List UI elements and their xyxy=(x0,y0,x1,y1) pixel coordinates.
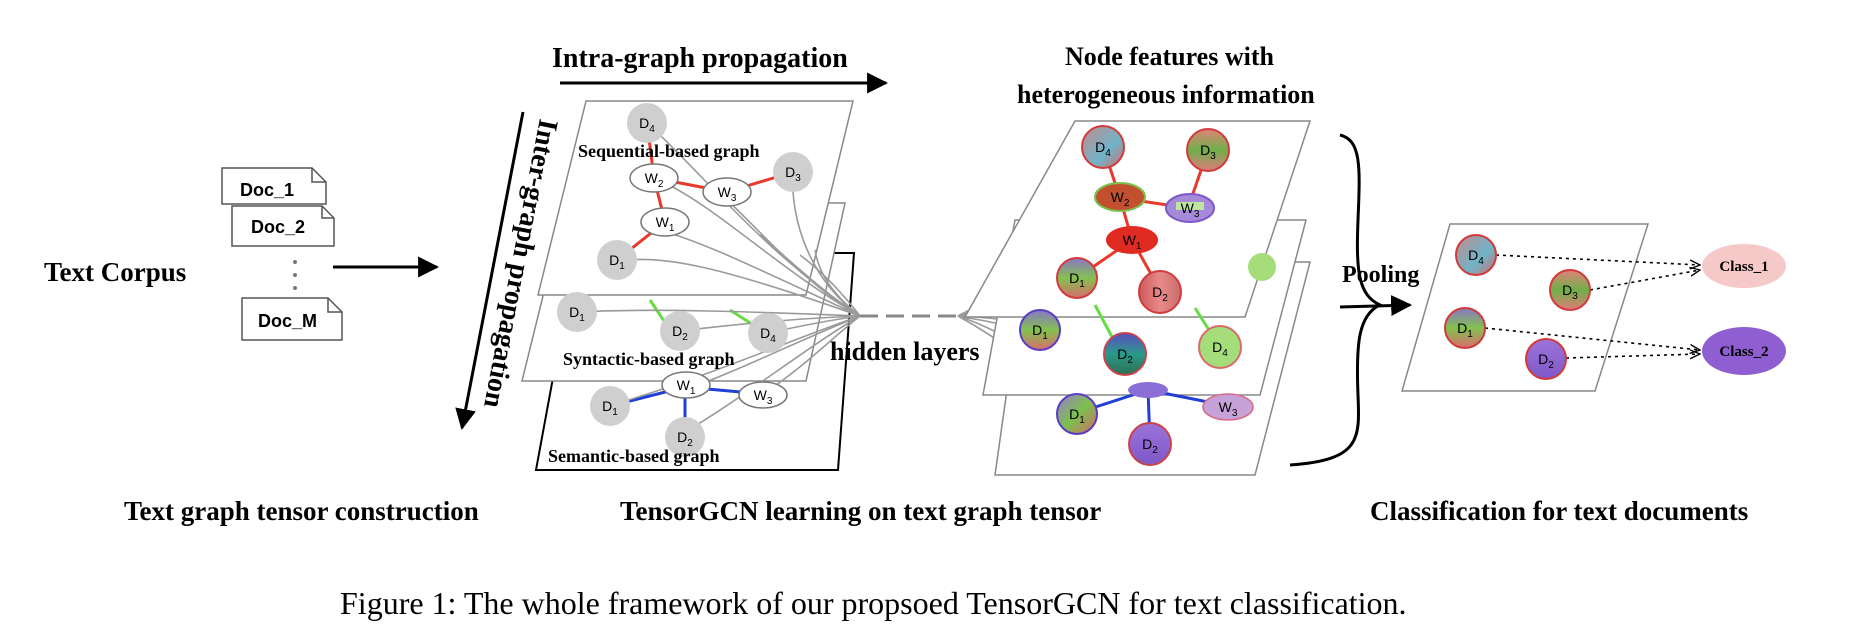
doc-m-label: Doc_M xyxy=(258,311,317,331)
feat-front-w2 xyxy=(1094,182,1146,212)
class-2-label: Class_2 xyxy=(1719,344,1768,360)
svg-text:W1: W1 xyxy=(677,377,696,397)
svg-text:W3: W3 xyxy=(718,184,737,204)
svg-text:D3: D3 xyxy=(1562,282,1578,302)
graph-tensor: D4 W2 W3 D3 W1 D1 Sequential-based graph… xyxy=(521,100,861,471)
feat-front-d4 xyxy=(1081,125,1125,169)
intra-graph-label: Intra-graph propagation xyxy=(552,43,848,74)
class-node-d2 xyxy=(1525,338,1567,380)
pooling-section: Pooling xyxy=(1289,133,1419,467)
doc-m-icon xyxy=(241,297,343,341)
doc-1-label: Doc_1 xyxy=(240,180,294,200)
seq-node-w3 xyxy=(702,177,752,207)
seq-node-d3 xyxy=(773,152,813,192)
syn-node-d4 xyxy=(748,313,788,353)
svg-text:D1: D1 xyxy=(609,252,625,272)
feat-back-w3 xyxy=(1202,393,1254,421)
doc-1-icon xyxy=(221,167,327,205)
feat-front-w1 xyxy=(1106,226,1158,254)
semantic-nodes: W1 W3 D1 D2 xyxy=(590,371,788,457)
pooling-brace xyxy=(1289,133,1384,467)
syn-node-d1 xyxy=(557,292,597,332)
sem-node-w3 xyxy=(738,381,788,409)
svg-text:D2: D2 xyxy=(1152,284,1168,304)
svg-text:W3: W3 xyxy=(754,387,773,407)
sequential-nodes: D4 W2 W3 D3 W1 D1 xyxy=(597,103,813,280)
svg-text:W2: W2 xyxy=(645,170,664,190)
feat-mid-d4 xyxy=(1198,325,1242,369)
class-1-label: Class_1 xyxy=(1719,259,1768,275)
svg-text:W1: W1 xyxy=(1123,232,1142,252)
feat-mid-d2 xyxy=(1103,332,1147,376)
svg-text:D1: D1 xyxy=(569,304,585,324)
class-2-node xyxy=(1702,327,1786,375)
svg-text:D4: D4 xyxy=(760,325,776,345)
feat-front-d3 xyxy=(1186,128,1230,172)
text-corpus-label: Text Corpus xyxy=(44,257,186,287)
seq-node-d4 xyxy=(627,103,667,143)
ellipsis-dots xyxy=(293,260,297,290)
sequential-graph-label: Sequential-based graph xyxy=(578,141,760,161)
sem-node-w1 xyxy=(661,371,711,399)
class-node-d1 xyxy=(1444,307,1486,349)
class-node-d4 xyxy=(1455,234,1497,276)
syntactic-graph-label: Syntactic-based graph xyxy=(563,349,735,369)
svg-text:D1: D1 xyxy=(1032,322,1048,342)
section-learning: TensorGCN learning on text graph tensor xyxy=(620,496,1101,526)
seq-node-w1 xyxy=(640,207,690,237)
pooling-label: Pooling xyxy=(1342,262,1419,288)
svg-text:D3: D3 xyxy=(1200,142,1216,162)
svg-text:D4: D4 xyxy=(1212,339,1228,359)
semantic-graph-label: Semantic-based graph xyxy=(548,446,720,466)
text-corpus-section: Text Corpus Doc_1 Doc_2 Doc_M xyxy=(44,167,440,341)
svg-text:D1: D1 xyxy=(602,398,618,418)
svg-text:D1: D1 xyxy=(1069,270,1085,290)
feat-front-d2 xyxy=(1138,270,1182,314)
svg-text:D4: D4 xyxy=(1095,139,1111,159)
svg-text:D4: D4 xyxy=(1468,247,1484,267)
svg-text:W1: W1 xyxy=(656,214,675,234)
svg-text:D4: D4 xyxy=(639,115,655,135)
svg-text:D2: D2 xyxy=(1538,351,1554,371)
svg-text:D2: D2 xyxy=(672,323,688,343)
hidden-layers-label: hidden layers xyxy=(830,337,980,366)
svg-text:D2: D2 xyxy=(677,429,693,449)
seq-node-w2 xyxy=(629,163,679,193)
doc-2-label: Doc_2 xyxy=(251,217,305,237)
svg-text:D2: D2 xyxy=(1142,436,1158,456)
pooling-arrow xyxy=(1339,295,1413,317)
feat-mid-d1 xyxy=(1019,309,1061,351)
class-node-d3 xyxy=(1549,269,1591,311)
syntactic-nodes: D1 D2 D4 xyxy=(557,292,788,353)
svg-text:D2: D2 xyxy=(1117,346,1133,366)
svg-text:D1: D1 xyxy=(1457,320,1473,340)
svg-text:W3: W3 xyxy=(1219,399,1238,419)
feat-back-d1 xyxy=(1056,393,1098,435)
svg-text:D1: D1 xyxy=(1069,406,1085,426)
feat-back-d2 xyxy=(1128,422,1172,466)
sem-node-d2 xyxy=(665,417,705,457)
node-features-title-1: Node features with xyxy=(1065,42,1274,71)
doc-2-icon xyxy=(231,205,335,247)
syn-node-d2 xyxy=(660,311,700,351)
seq-node-d1 xyxy=(597,240,637,280)
inter-graph-arrow xyxy=(455,111,525,431)
feat-front-d1 xyxy=(1056,257,1098,299)
sem-node-d1 xyxy=(590,386,630,426)
section-classification: Classification for text documents xyxy=(1370,496,1748,526)
classification-plane xyxy=(1401,223,1650,392)
node-features-title-2: heterogeneous information xyxy=(1017,80,1315,109)
section-construction: Text graph tensor construction xyxy=(124,496,479,526)
svg-text:D3: D3 xyxy=(785,164,801,184)
node-features-stack: Node features with heterogeneous informa… xyxy=(963,42,1315,476)
feature-plane-front xyxy=(963,120,1312,318)
svg-text:W2: W2 xyxy=(1111,189,1130,209)
classification-section: D4 D3 D1 D2 Class_1 Class_2 xyxy=(1401,223,1786,392)
class-1-node xyxy=(1702,244,1786,288)
figure-caption: Figure 1: The whole framework of our pro… xyxy=(340,585,1407,621)
svg-text:W3: W3 xyxy=(1181,200,1200,220)
